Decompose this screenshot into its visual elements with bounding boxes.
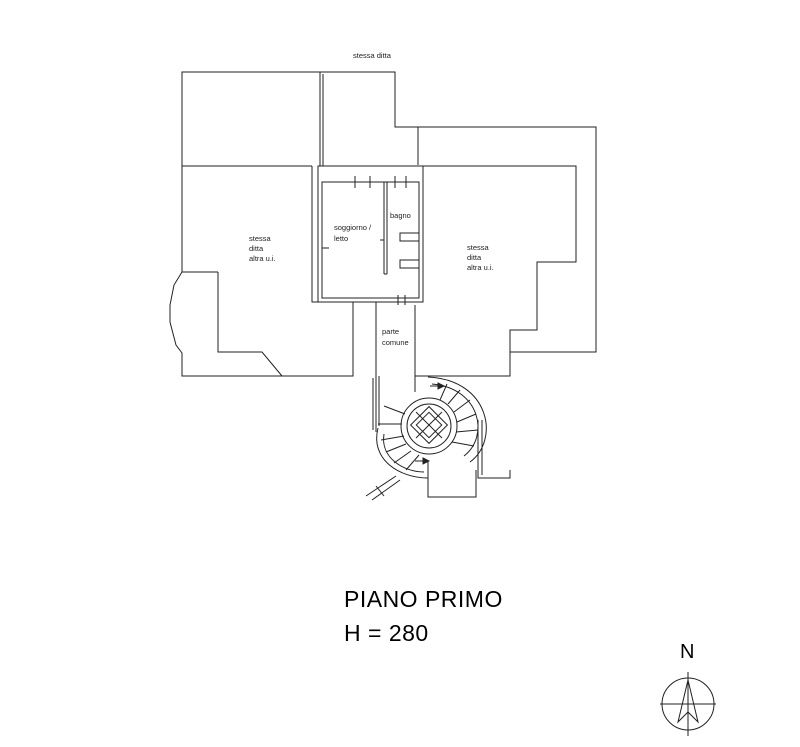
- right-unit-inner: [423, 165, 577, 352]
- common-area-label-1: parte: [382, 327, 399, 336]
- top-neighbor-label: stessa ditta: [353, 51, 392, 60]
- north-label: N: [680, 641, 695, 663]
- spiral-staircase: [376, 376, 487, 479]
- top-neighbor-outline: [181, 71, 419, 166]
- left-unit-label-1: stessa: [249, 234, 272, 243]
- bathroom-label: bagno: [390, 211, 411, 220]
- left-unit-inner: [217, 272, 283, 377]
- left-unit-label-3: altra u.i.: [249, 254, 276, 263]
- floor-height: H = 280: [344, 620, 429, 646]
- living-room-label-2: letto: [334, 234, 348, 243]
- left-unit-label-2: ditta: [249, 244, 264, 253]
- right-unit-label-3: altra u.i.: [467, 263, 494, 272]
- common-area-label-2: comune: [382, 338, 409, 347]
- north-compass: [660, 672, 716, 736]
- lower-landing: [427, 462, 477, 498]
- living-room-label-1: soggiorno /: [334, 223, 372, 232]
- left-unit-outline: [169, 166, 354, 377]
- floor-title: PIANO PRIMO: [344, 586, 503, 612]
- right-unit-label-1: stessa: [467, 243, 490, 252]
- right-unit-label-2: ditta: [467, 253, 482, 262]
- right-unit-outer: [414, 126, 597, 377]
